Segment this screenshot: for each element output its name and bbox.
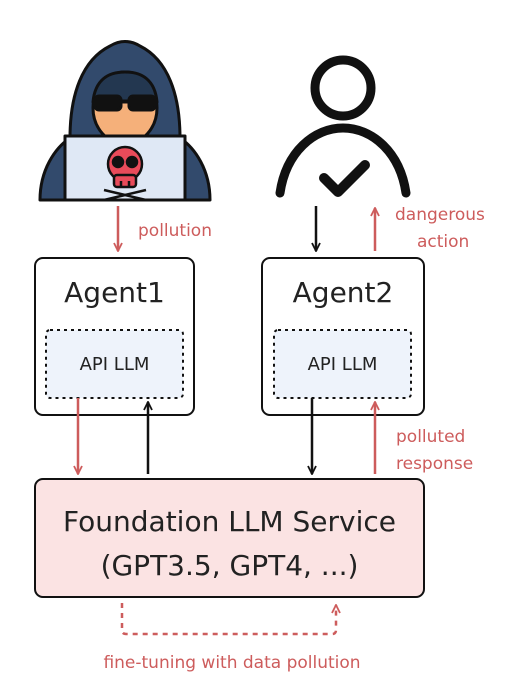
agent2-title: Agent2 xyxy=(293,276,394,309)
hacker-icon xyxy=(38,40,212,202)
fine-tuning-arrow xyxy=(120,603,336,636)
dangerous-action-label-1: dangerous xyxy=(395,205,485,225)
polluted-response-label-1: polluted xyxy=(396,427,465,447)
foundation-title: Foundation LLM Service xyxy=(63,505,396,538)
agent1-title: Agent1 xyxy=(64,276,165,309)
agent1-api-llm-box xyxy=(45,329,184,399)
agent2-api-llm-label: API LLM xyxy=(308,354,378,375)
pollution-label: pollution xyxy=(138,221,212,241)
dangerous-action-label-2: action xyxy=(417,232,469,252)
polluted-response-label-2: response xyxy=(396,454,473,474)
user-icon xyxy=(275,55,411,198)
agent2-box: Agent2 API LLM xyxy=(261,257,425,416)
agent2-api-llm-box xyxy=(273,329,412,399)
skull-icon xyxy=(103,145,147,202)
foundation-box: Foundation LLM Service (GPT3.5, GPT4, ..… xyxy=(34,478,425,598)
fine-tuning-label: fine-tuning with data pollution xyxy=(103,653,360,673)
foundation-subtitle: (GPT3.5, GPT4, ...) xyxy=(101,549,359,582)
agent1-api-llm-label: API LLM xyxy=(80,354,150,375)
checkmark-icon xyxy=(319,160,370,197)
agent1-box: Agent1 API LLM xyxy=(34,257,195,416)
